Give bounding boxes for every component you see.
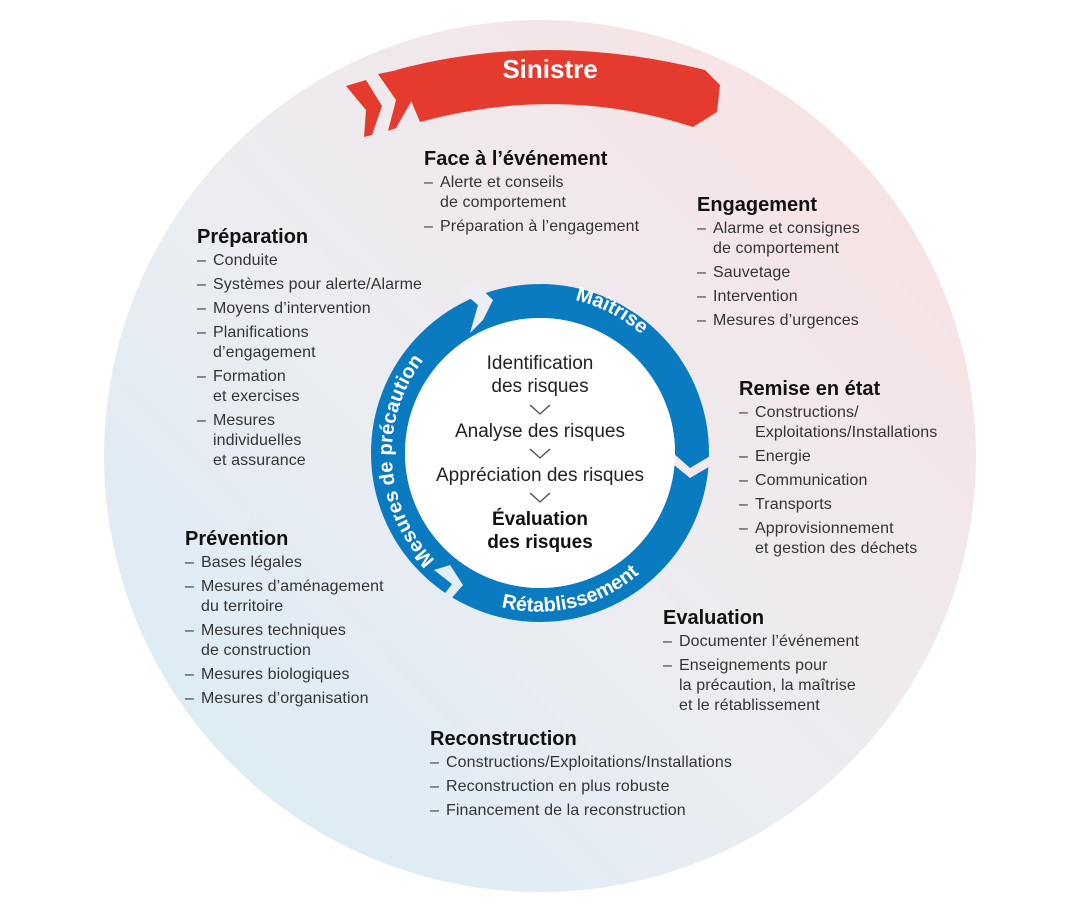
banner-body	[396, 50, 720, 127]
section-title: Reconstruction	[430, 728, 577, 750]
list-item: Mesures individuelles et assurance	[197, 411, 422, 471]
sinistre-banner: Sinistre	[346, 50, 720, 137]
list-item: Formation et exercises	[197, 367, 422, 407]
list-item: Documenter l’événement	[663, 632, 859, 652]
section-title: Préparation	[197, 226, 309, 248]
section-prevention: Prévention Bases légales Mesures d’aména…	[185, 527, 384, 713]
step-appreciation: Appréciation des risques	[435, 465, 645, 486]
chevron-arrow-icon	[378, 70, 412, 131]
banner-label: Sinistre	[502, 54, 597, 84]
chevron-down-icon	[529, 448, 551, 459]
list-item: Enseignements pour la précaution, la maî…	[663, 656, 859, 716]
blue-ring	[371, 284, 712, 622]
list-item: Reconstruction en plus robuste	[430, 777, 732, 797]
chevron-down-icon	[529, 492, 551, 503]
list-item: Financement de la reconstruction	[430, 801, 732, 821]
step-analyse: Analyse des risques	[454, 421, 626, 442]
section-remise-en-etat: Remise en état Constructions/ Exploitati…	[739, 377, 937, 563]
list-item: Systèmes pour alerte/Alarme	[197, 275, 422, 295]
section-title: Face à l’événement	[424, 148, 608, 170]
list-item: Préparation à l’engagement	[424, 217, 639, 237]
section-engagement: Engagement Alarme et consignes de compor…	[697, 193, 860, 335]
section-title: Remise en état	[739, 378, 881, 400]
list-item: Bases légales	[185, 553, 384, 573]
ring-separator	[460, 284, 493, 333]
ring-separator	[434, 565, 463, 600]
section-reconstruction: Reconstruction Constructions/Exploitatio…	[430, 727, 732, 825]
list-item: Mesures d’urgences	[697, 311, 860, 331]
step-evaluation: Évaluation des risques	[487, 509, 593, 553]
list-item: Mesures biologiques	[185, 665, 384, 685]
ring-separator	[668, 452, 712, 478]
list-item: Communication	[739, 471, 937, 491]
chevron-arrow-icon	[346, 80, 382, 137]
list-item: Alerte et conseils de comportement	[424, 173, 639, 213]
list-item: Mesures d’organisation	[185, 689, 384, 709]
list-item: Alarme et consignes de comportement	[697, 219, 860, 259]
section-evaluation: Evaluation Documenter l’événement Enseig…	[663, 606, 859, 720]
list-item: Transports	[739, 495, 937, 515]
list-item: Energie	[739, 447, 937, 467]
list-item: Intervention	[697, 287, 860, 307]
list-item: Conduite	[197, 251, 422, 271]
section-title: Engagement	[697, 194, 818, 216]
chevron-down-icon	[529, 404, 551, 415]
list-item: Constructions/ Exploitations/Installatio…	[739, 403, 937, 443]
list-item: Planifications d’engagement	[197, 323, 422, 363]
section-preparation: Préparation Conduite Systèmes pour alert…	[197, 225, 422, 475]
section-title: Prévention	[185, 528, 289, 550]
list-item: Sauvetage	[697, 263, 860, 283]
center-white-circle	[405, 318, 675, 588]
section-face-evenement: Face à l’événement Alerte et conseils de…	[424, 147, 639, 241]
list-item: Moyens d’intervention	[197, 299, 422, 319]
section-title: Evaluation	[663, 607, 765, 629]
list-item: Mesures techniques de construction	[185, 621, 384, 661]
list-item: Approvisionnement et gestion des déchets	[739, 519, 937, 559]
step-identification: Identification des risques	[486, 353, 594, 397]
list-item: Mesures d’aménagement du territoire	[185, 577, 384, 617]
list-item: Constructions/Exploitations/Installation…	[430, 753, 732, 773]
